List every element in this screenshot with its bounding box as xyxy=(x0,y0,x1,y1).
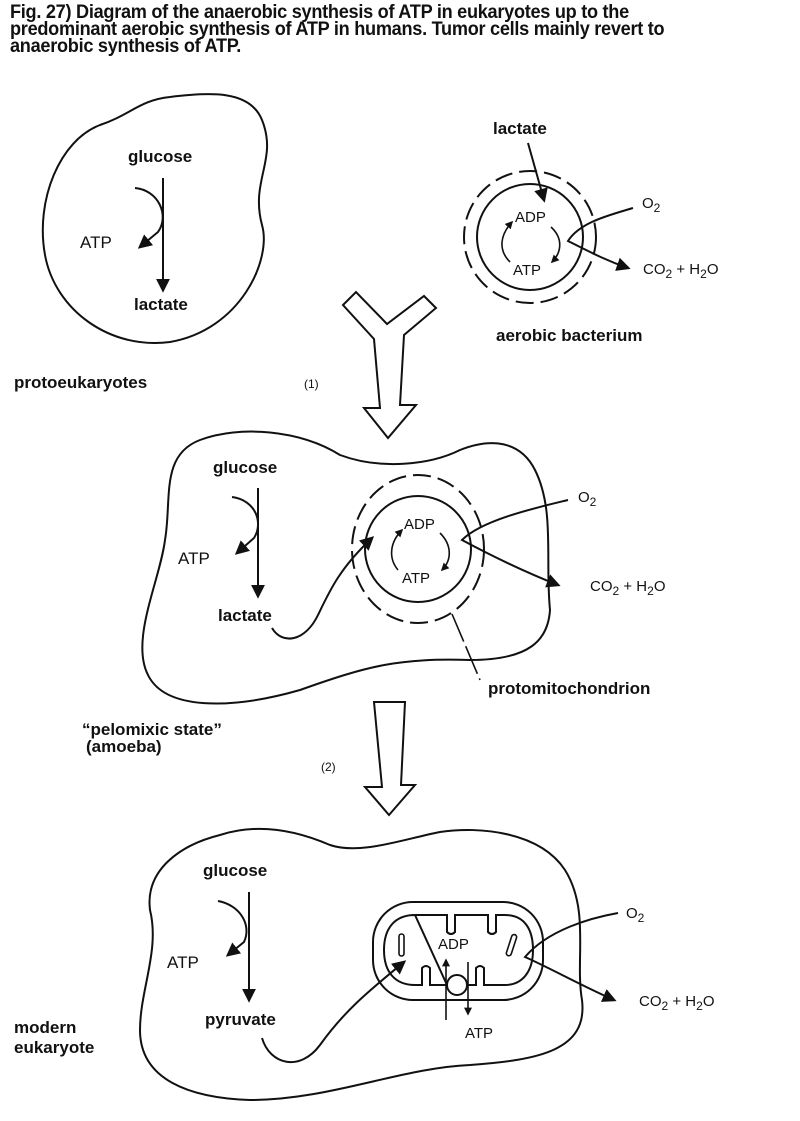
lactate-transfer-arrow xyxy=(271,536,375,640)
glucose-label: glucose xyxy=(203,861,267,880)
merge-arrow xyxy=(341,290,438,440)
pyruvate-transfer-arrow xyxy=(261,960,407,1063)
atp-formation-arrow xyxy=(550,226,561,264)
pelomixic-membrane xyxy=(141,430,552,705)
adp-regeneration-arrow xyxy=(390,528,404,571)
atp-label: ATP xyxy=(167,953,199,972)
oxygen-to-products-arrow xyxy=(460,499,569,588)
atp-yield-arrow xyxy=(231,496,259,555)
lactate-label: lactate xyxy=(134,295,188,314)
eukaryote-label: eukaryote xyxy=(14,1038,94,1057)
aerobic-bacterium: lactate ADP ATP O2 CO2 + H2O aerobic bac… xyxy=(463,119,718,345)
modern-eukaryote-cell: glucose ATP pyruvate modern eukaryote xyxy=(14,827,584,1102)
mitochondrion-outer-membrane xyxy=(372,901,544,1001)
transition-arrow xyxy=(362,701,418,817)
protomitochondrion-inner-membrane xyxy=(364,495,472,603)
pelomixic-cell: glucose ATP lactate “pelomixic state” (a… xyxy=(82,430,552,756)
caption-line-2: predominant aerobic synthesis of ATP in … xyxy=(10,18,665,40)
atp-yield-arrow xyxy=(217,900,248,957)
crista-fold-right xyxy=(505,933,518,957)
bacterium-atp-label: ATP xyxy=(513,262,541,279)
bacterium-o2-label: O2 xyxy=(642,195,661,215)
protoeukaryote-cell: glucose ATP lactate protoeukaryotes xyxy=(14,93,269,392)
caption-line-1: Fig. 27) Diagram of the anaerobic synthe… xyxy=(10,1,629,23)
step-2-label: (2) xyxy=(321,760,336,774)
glucose-label: glucose xyxy=(213,458,277,477)
bacterium-lactate-label: lactate xyxy=(493,119,547,138)
adp-regeneration-arrow xyxy=(501,220,514,263)
modern-label: modern xyxy=(14,1018,76,1037)
protomitochondrion-co2-h2o-label: CO2 + H2O xyxy=(590,578,665,598)
aerobic-bacterium-label: aerobic bacterium xyxy=(496,326,642,345)
lactate-label: lactate xyxy=(218,606,272,625)
atp-label: ATP xyxy=(80,233,112,252)
protomitochondrion-adp-label: ADP xyxy=(404,516,435,533)
mitochondrion-inner-membrane-cristae xyxy=(382,913,535,986)
pyruvate-label: pyruvate xyxy=(205,1010,276,1029)
protoeukaryote-membrane xyxy=(41,93,269,344)
bacterium-co2-h2o-label: CO2 + H2O xyxy=(643,261,718,281)
crista-fold-left xyxy=(398,933,405,957)
bacterium-outer-membrane xyxy=(463,170,597,304)
protomitochondrion-atp-label: ATP xyxy=(402,570,430,587)
mitochondrion: ADP ATP O2 CO2 + H2O xyxy=(372,901,714,1042)
protomitochondrion-o2-label: O2 xyxy=(578,489,597,509)
oxygen-to-products-arrow xyxy=(523,912,619,1002)
protomitochondrion-outer-membrane xyxy=(351,474,485,624)
pelomixic-state-label: “pelomixic state” xyxy=(82,720,222,739)
mitochondrion-adp-label: ADP xyxy=(438,936,469,953)
protomitochondrion: ADP ATP O2 CO2 + H2O protomitochondrion xyxy=(351,474,665,698)
atp-label: ATP xyxy=(178,549,210,568)
glucose-label: glucose xyxy=(128,147,192,166)
eukaryote-membrane xyxy=(138,827,584,1102)
atp-synthase xyxy=(446,974,468,996)
leader-line xyxy=(451,613,481,681)
step-1-label: (1) xyxy=(304,377,319,391)
protoeukaryotes-label: protoeukaryotes xyxy=(14,373,147,392)
bacterium-inner-membrane xyxy=(476,183,584,291)
amoeba-label: (amoeba) xyxy=(86,737,162,756)
oxygen-to-products-arrow xyxy=(566,207,634,271)
caption-line-3: anaerobic synthesis of ATP. xyxy=(10,35,241,57)
mitochondrion-atp-label: ATP xyxy=(465,1025,493,1042)
mitochondrion-o2-label: O2 xyxy=(626,905,645,925)
atp-yield-arrow xyxy=(134,187,164,249)
bacterium-adp-label: ADP xyxy=(515,209,546,226)
mitochondrion-co2-h2o-label: CO2 + H2O xyxy=(639,993,714,1013)
atp-formation-arrow xyxy=(439,532,451,572)
figure-caption: Fig. 27) Diagram of the anaerobic synthe… xyxy=(10,1,740,57)
protomitochondrion-label: protomitochondrion xyxy=(488,679,650,698)
